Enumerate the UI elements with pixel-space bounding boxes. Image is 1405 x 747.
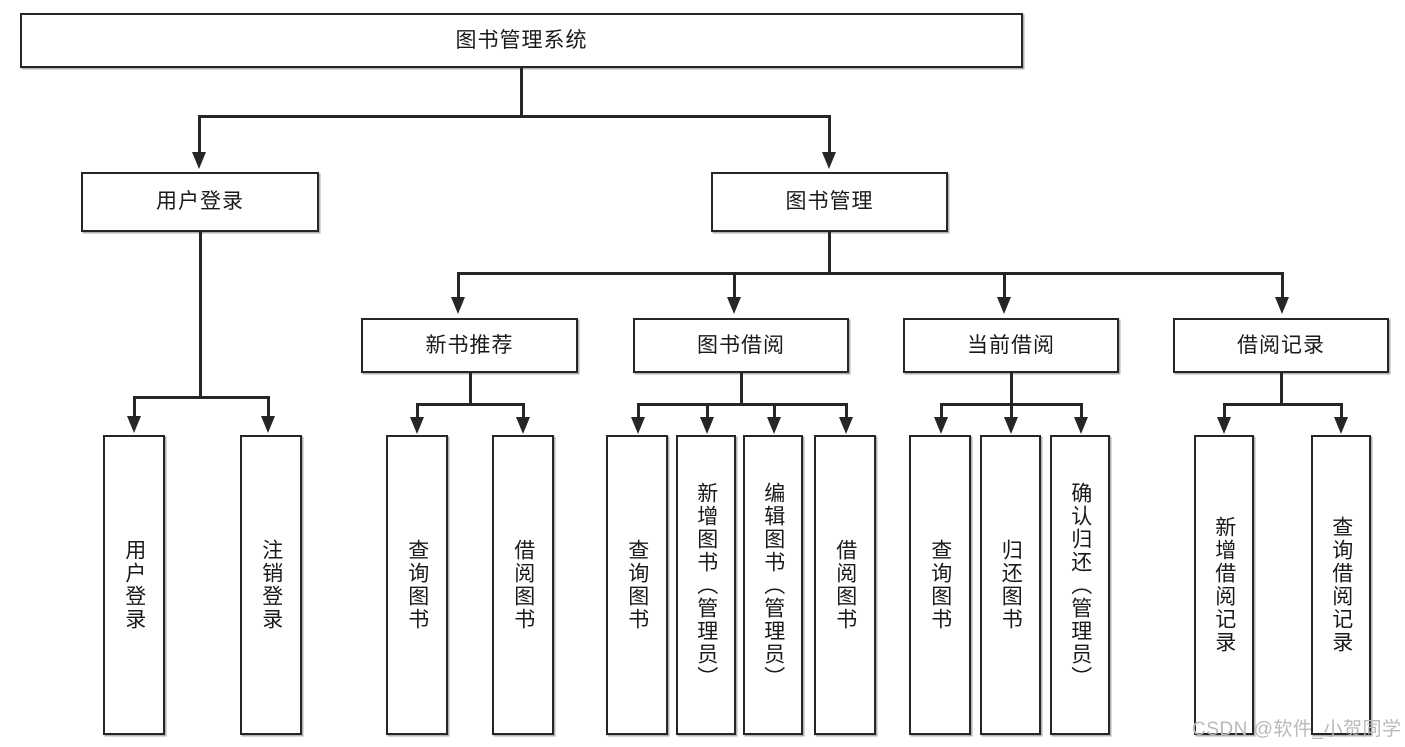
node-label: 用户登录	[156, 190, 244, 214]
leaf-label: 借阅图书	[511, 539, 535, 631]
connector-new-book-trunk	[469, 373, 472, 405]
arrowhead-leaf-logout	[261, 416, 275, 433]
node-label: 新书推荐	[425, 333, 514, 357]
connector-book-borrow-bus	[637, 403, 848, 406]
connector-book-manage-drop-1	[457, 272, 460, 299]
arrowhead-new-book-recommend	[451, 297, 465, 314]
connector-book-manage-trunk	[828, 232, 831, 274]
connector-current-borrow-drop-3	[1080, 403, 1083, 419]
connector-book-manage-drop-2	[733, 272, 736, 299]
node-user-login[interactable]: 用户登录	[81, 172, 319, 232]
leaf-query-borrow-record[interactable]: 查询借阅记录	[1311, 435, 1371, 735]
leaf-label: 用户登录	[122, 539, 146, 631]
connector-current-borrow-trunk	[1010, 373, 1013, 405]
leaf-label: 新增借阅记录	[1212, 516, 1236, 654]
leaf-borrow-book-recommend[interactable]: 借阅图书	[492, 435, 554, 735]
connector-root-bus	[198, 115, 831, 118]
arrowhead-leaf-query-record	[1334, 417, 1348, 434]
node-book-manage[interactable]: 图书管理	[711, 172, 948, 232]
node-new-book-recommend[interactable]: 新书推荐	[361, 318, 578, 373]
leaf-add-book-admin[interactable]: 新增图书（管理员）	[676, 435, 736, 735]
arrowhead-leaf-query-book-1	[410, 417, 424, 434]
leaf-add-borrow-record[interactable]: 新增借阅记录	[1194, 435, 1254, 735]
connector-book-manage-drop-3	[1003, 272, 1006, 299]
connector-user-login-drop-1	[133, 396, 136, 418]
connector-book-borrow-drop-3	[773, 403, 776, 419]
arrowhead-borrow-record	[1275, 297, 1289, 314]
leaf-label: 新增图书（管理员）	[694, 481, 718, 689]
connector-root-to-book-manage	[828, 115, 831, 153]
leaf-confirm-return-admin[interactable]: 确认归还（管理员）	[1050, 435, 1110, 735]
node-label: 图书借阅	[697, 333, 785, 357]
arrowhead-book-manage	[822, 152, 836, 169]
leaf-label: 查询图书	[928, 539, 952, 631]
connector-borrow-record-bus	[1223, 403, 1341, 406]
leaf-edit-book-admin[interactable]: 编辑图书（管理员）	[743, 435, 803, 735]
node-borrow-record[interactable]: 借阅记录	[1173, 318, 1389, 373]
node-label: 图书管理系统	[455, 28, 588, 52]
leaf-query-book-current[interactable]: 查询图书	[909, 435, 971, 735]
leaf-label: 确认归还（管理员）	[1068, 481, 1092, 689]
arrowhead-leaf-borrow-book-2	[839, 417, 853, 434]
connector-borrow-record-drop-1	[1223, 403, 1226, 419]
node-label: 图书管理	[785, 190, 874, 214]
connector-book-borrow-trunk	[740, 373, 743, 405]
node-book-borrow[interactable]: 图书借阅	[633, 318, 849, 373]
connector-book-manage-bus	[457, 272, 1283, 275]
connector-book-manage-drop-4	[1281, 272, 1284, 299]
arrowhead-book-borrow	[727, 297, 741, 314]
arrowhead-leaf-query-book-2	[631, 417, 645, 434]
leaf-label: 查询图书	[405, 539, 429, 631]
node-current-borrow[interactable]: 当前借阅	[903, 318, 1119, 373]
leaf-label: 编辑图书（管理员）	[761, 481, 785, 689]
arrowhead-leaf-user-login	[127, 416, 141, 433]
connector-current-borrow-drop-1	[940, 403, 943, 419]
leaf-query-book-recommend[interactable]: 查询图书	[386, 435, 448, 735]
arrowhead-user-login	[192, 152, 206, 169]
connector-user-login-drop-2	[267, 396, 270, 418]
leaf-label: 注销登录	[259, 539, 283, 631]
leaf-return-book[interactable]: 归还图书	[980, 435, 1041, 735]
arrowhead-leaf-borrow-book-1	[516, 417, 530, 434]
leaf-label: 归还图书	[999, 539, 1023, 631]
arrowhead-leaf-return-book	[1004, 417, 1018, 434]
arrowhead-current-borrow	[997, 297, 1011, 314]
connector-root-to-user-login	[198, 115, 201, 153]
connector-book-borrow-drop-2	[706, 403, 709, 419]
node-label: 当前借阅	[967, 333, 1055, 357]
leaf-label: 查询图书	[625, 539, 649, 631]
arrowhead-leaf-edit-book	[767, 417, 781, 434]
connector-user-login-trunk	[199, 232, 202, 398]
connector-book-borrow-drop-4	[845, 403, 848, 419]
connector-new-book-drop-2	[522, 403, 525, 419]
leaf-query-book-borrow[interactable]: 查询图书	[606, 435, 668, 735]
connector-book-borrow-drop-1	[637, 403, 640, 419]
connector-borrow-record-drop-2	[1340, 403, 1343, 419]
connector-root-trunk	[520, 68, 523, 117]
leaf-label: 查询借阅记录	[1329, 516, 1353, 654]
arrowhead-leaf-add-book	[700, 417, 714, 434]
arrowhead-leaf-query-book-3	[934, 417, 948, 434]
leaf-logout[interactable]: 注销登录	[240, 435, 302, 735]
arrowhead-leaf-add-record	[1217, 417, 1231, 434]
connector-current-borrow-drop-2	[1010, 403, 1013, 419]
node-root-library-system[interactable]: 图书管理系统	[20, 13, 1023, 68]
leaf-label: 借阅图书	[833, 539, 857, 631]
leaf-borrow-book[interactable]: 借阅图书	[814, 435, 876, 735]
connector-new-book-bus	[416, 403, 524, 406]
arrowhead-leaf-confirm-return	[1074, 417, 1088, 434]
node-label: 借阅记录	[1237, 333, 1325, 357]
connector-new-book-drop-1	[416, 403, 419, 419]
leaf-user-login[interactable]: 用户登录	[103, 435, 165, 735]
connector-borrow-record-trunk	[1280, 373, 1283, 405]
connector-user-login-bus	[133, 396, 268, 399]
